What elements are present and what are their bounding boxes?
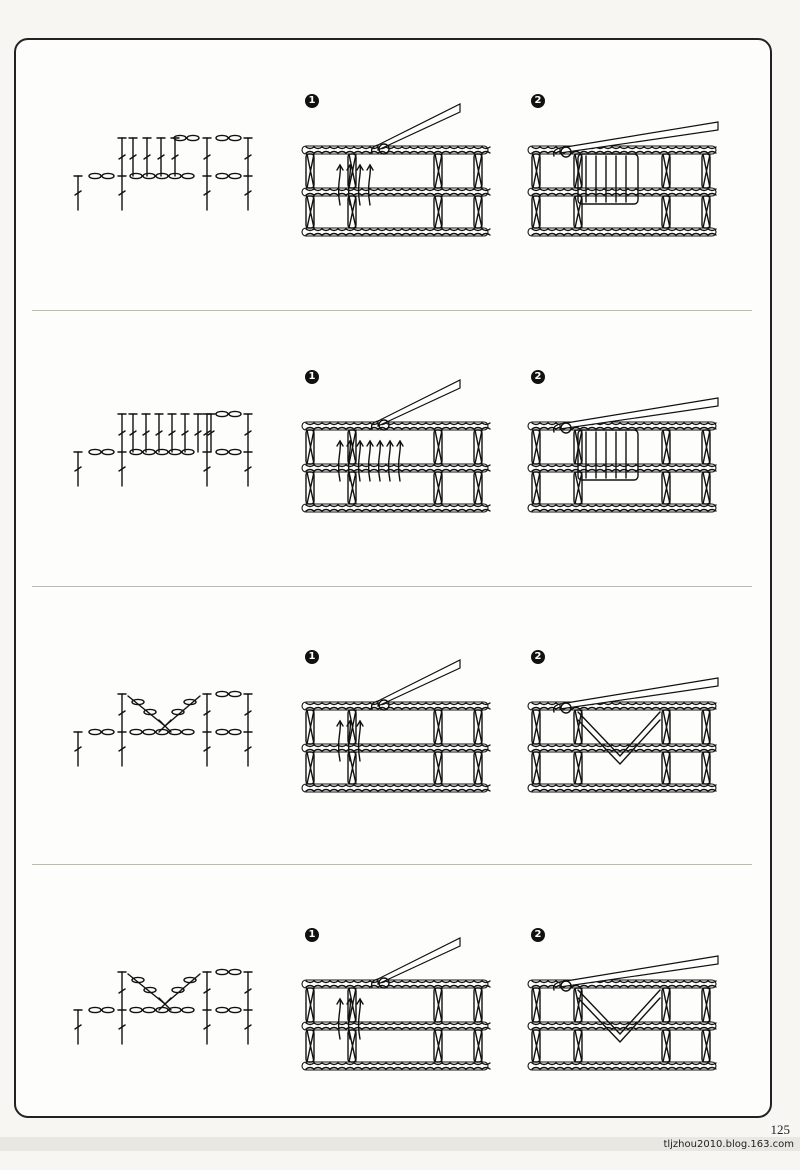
worked-stitch-group (577, 989, 661, 1044)
mesh-illustration (527, 145, 717, 237)
crochet-hook (370, 659, 461, 711)
crochet-hook (552, 121, 719, 158)
step-number-badge: 2 (531, 370, 545, 384)
crochet-hook (552, 955, 719, 992)
symbol-chart (73, 134, 253, 211)
section-drawing (73, 379, 719, 513)
step-number-badge: 1 (305, 928, 319, 942)
worked-stitch-group (577, 153, 639, 205)
section-drawing (73, 937, 719, 1071)
mesh-illustration (527, 421, 717, 513)
crochet-hook (370, 379, 461, 431)
mesh-illustration (301, 421, 491, 513)
symbol-chart (73, 690, 253, 767)
symbol-chart (73, 968, 253, 1045)
section-divider (32, 586, 752, 587)
step-number-badge: 1 (305, 650, 319, 664)
section-drawing (73, 659, 719, 793)
crochet-hook (552, 677, 719, 714)
symbol-chart (73, 410, 253, 487)
mesh-illustration (301, 145, 491, 237)
step-number-badge: 1 (305, 94, 319, 108)
mesh-illustration (301, 979, 491, 1071)
mesh-illustration (527, 979, 717, 1071)
crochet-hook (370, 937, 461, 989)
insertion-arrows (336, 719, 364, 762)
page-number: 125 (770, 1122, 791, 1137)
mesh-illustration (301, 701, 491, 793)
insertion-arrows (336, 997, 364, 1040)
mesh-illustration (527, 701, 717, 793)
section-divider (32, 864, 752, 865)
insertion-arrows (336, 163, 374, 206)
section-divider (32, 310, 752, 311)
step-number-badge: 2 (531, 928, 545, 942)
step-number-badge: 2 (531, 650, 545, 664)
watermark: tljzhou2010.blog.163.com (663, 1139, 794, 1150)
insertion-arrows (336, 439, 404, 482)
footer-bar: tljzhou2010.blog.163.com (0, 1137, 800, 1151)
worked-stitch-group (577, 711, 661, 766)
crochet-hook (552, 397, 719, 434)
step-number-badge: 2 (531, 94, 545, 108)
step-number-badge: 1 (305, 370, 319, 384)
page-frame (14, 38, 772, 1118)
crochet-hook (370, 103, 461, 155)
section-drawing (73, 103, 719, 237)
worked-stitch-group (577, 429, 639, 481)
